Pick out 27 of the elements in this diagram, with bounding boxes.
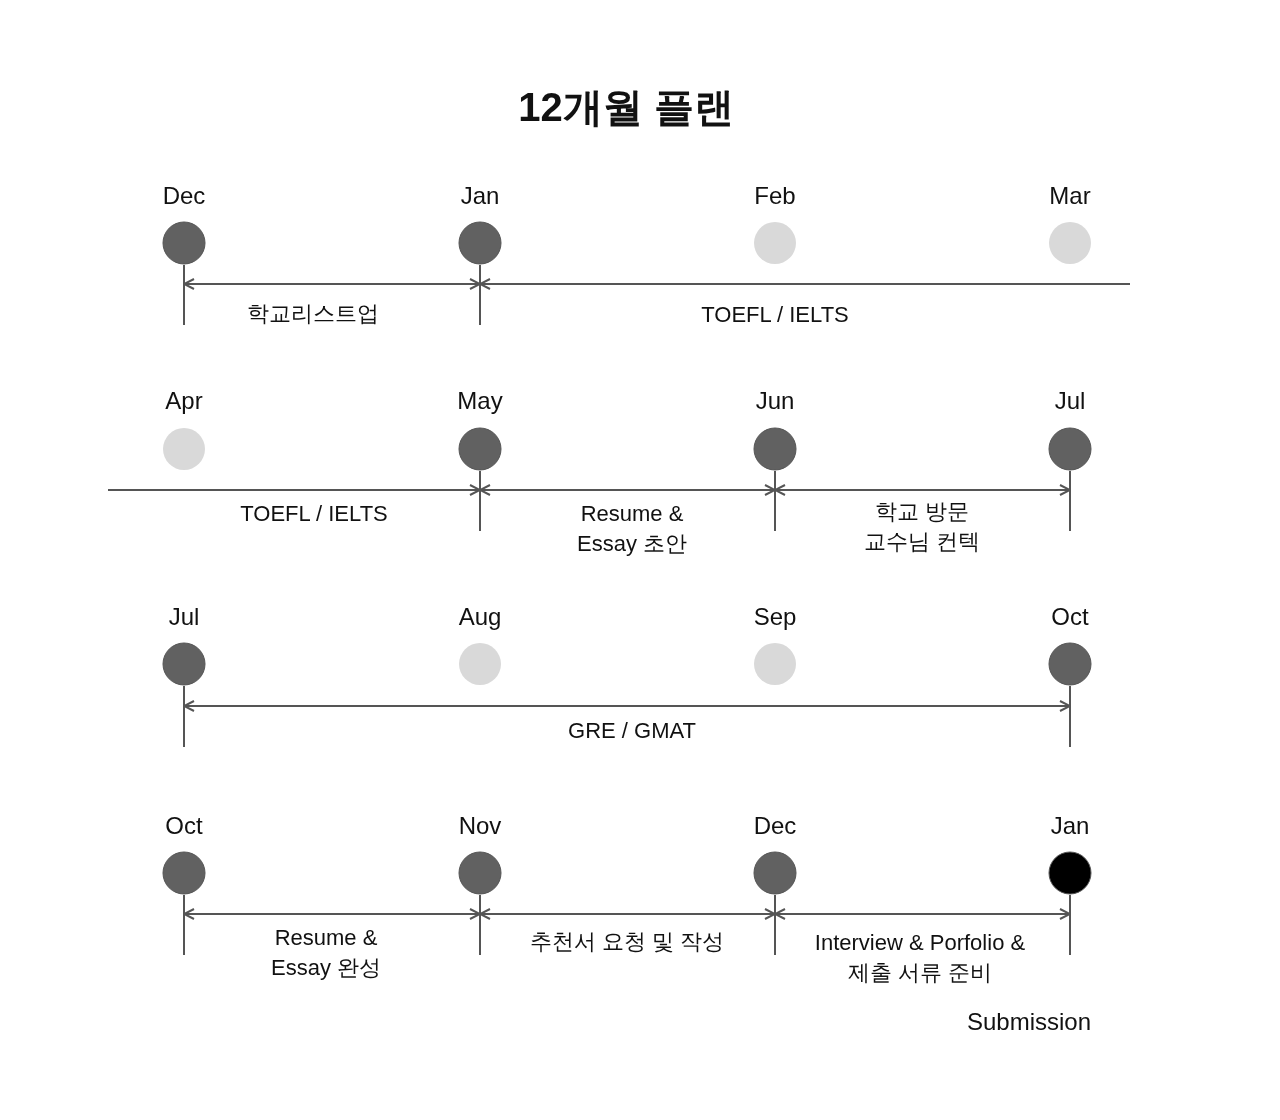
month-label: Jan — [1049, 811, 1091, 841]
arrow — [107, 484, 481, 496]
month-label: Sep — [752, 602, 798, 632]
note-label: Submission — [966, 1007, 1091, 1037]
arrow — [479, 908, 776, 920]
arrow — [183, 278, 481, 290]
month-label: Jun — [754, 386, 796, 416]
arrow — [183, 908, 481, 920]
arrow — [774, 484, 1071, 496]
month-label: Jul — [167, 602, 201, 632]
arrow — [479, 484, 776, 496]
month-label: Dec — [752, 811, 798, 841]
title: 12개월 플랜 — [517, 84, 735, 131]
month-label: Aug — [457, 602, 503, 632]
month-label: Apr — [164, 386, 204, 416]
month-label: Dec — [161, 181, 207, 211]
month-label: Oct — [1050, 602, 1090, 632]
month-label: Jul — [1053, 386, 1087, 416]
arrow — [479, 278, 1131, 290]
arrow — [774, 908, 1071, 920]
month-label: Feb — [753, 181, 797, 211]
month-label: Mar — [1048, 181, 1092, 211]
month-label: Oct — [164, 811, 204, 841]
month-label: Jan — [459, 181, 501, 211]
arrow — [183, 700, 1071, 712]
month-label: May — [456, 386, 504, 416]
month-label: Nov — [457, 811, 503, 841]
